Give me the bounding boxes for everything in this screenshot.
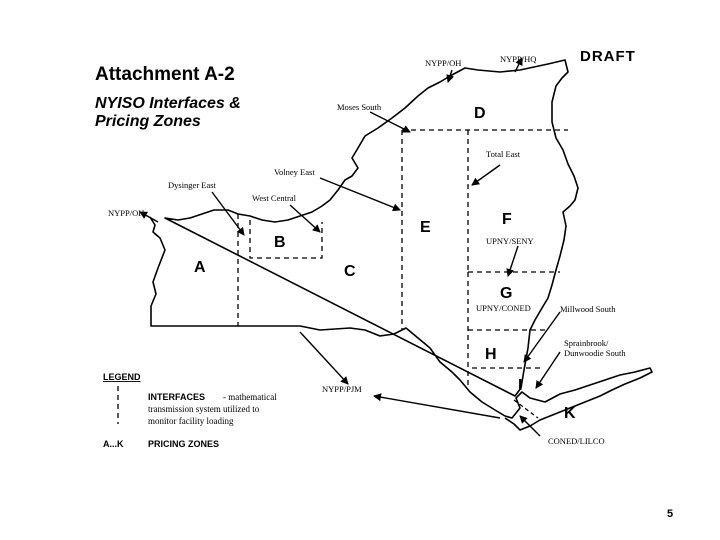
legend-interfaces-desc-3: monitor facility loading — [148, 416, 234, 426]
arrow-upny-seny — [506, 245, 519, 277]
arrow-west-central — [289, 204, 321, 233]
arrow-dysinger-east — [211, 191, 245, 236]
label-coned-lilco: CONED/LILCO — [548, 436, 605, 446]
arrow-nypp-pjm-a — [299, 331, 349, 385]
zone-boundary-b — [249, 220, 323, 259]
subtitle-line-2: Pricing Zones — [95, 113, 201, 130]
arrow-nypp-oh-top — [446, 69, 455, 83]
arrow-nypp-oh-west — [139, 211, 159, 223]
zone-label-h: H — [485, 346, 497, 363]
label-west-central: West Central — [252, 193, 297, 203]
arrow-sprainbrook — [535, 351, 561, 389]
arrow-millwood-south — [523, 311, 561, 363]
legend-zones-key: A...K — [103, 439, 124, 449]
legend-interfaces-desc-2: transmission system utilized to — [148, 404, 260, 414]
label-sprainbrook-1: Sprainbrook/ — [564, 338, 609, 348]
subtitle-line-1: NYISO Interfaces & — [95, 95, 241, 112]
label-nypp-oh-west: NYPP/OH — [108, 208, 144, 218]
legend-title: LEGEND — [103, 372, 141, 382]
zone-boundary-g-h — [467, 272, 548, 385]
arrow-nypp-pjm-b — [373, 393, 501, 419]
zone-label-i: I — [518, 377, 522, 394]
draft-stamp: DRAFT — [580, 48, 636, 65]
label-nypp-oh-top: NYPP/OH — [425, 58, 461, 68]
zone-label-c: C — [344, 263, 356, 280]
zone-label-a: A — [194, 259, 206, 276]
arrow-volney-east — [319, 177, 401, 212]
label-volney-east: Volney East — [274, 167, 315, 177]
page-subtitle: NYISO Interfaces & Pricing Zones — [95, 95, 241, 131]
arrow-coned-lilco — [519, 415, 541, 437]
zone-label-g: G — [500, 285, 512, 302]
label-sprainbrook-2: Dunwoodie South — [564, 348, 626, 358]
label-upny-coned: UPNY/CONED — [476, 303, 531, 313]
label-upny-seny: UPNY/SENY — [486, 236, 534, 246]
zone-label-k: K — [564, 405, 576, 422]
label-nypp-pjm: NYPP/PJM — [322, 384, 362, 394]
zone-label-e: E — [420, 219, 431, 236]
zone-label-d: D — [474, 105, 486, 122]
zone-label-b: B — [274, 234, 286, 251]
legend-interfaces-desc-1: - mathematical — [223, 392, 277, 402]
zone-label-f: F — [502, 211, 512, 228]
arrow-total-east — [471, 164, 501, 186]
arrow-nypp-hq — [514, 57, 523, 73]
label-total-east: Total East — [486, 149, 521, 159]
state-outline — [149, 59, 653, 431]
arrow-moses-south — [369, 111, 411, 133]
label-dysinger-east: Dysinger East — [168, 180, 217, 190]
label-millwood-south: Millwood South — [560, 304, 616, 314]
page-number: 5 — [667, 508, 674, 520]
legend-interfaces-label: INTERFACES — [148, 392, 205, 402]
page-title: Attachment A-2 — [95, 64, 235, 85]
label-moses-south: Moses South — [337, 102, 382, 112]
label-nypp-hq: NYPP/HQ — [500, 54, 536, 64]
legend-zones-label: PRICING ZONES — [148, 439, 219, 449]
